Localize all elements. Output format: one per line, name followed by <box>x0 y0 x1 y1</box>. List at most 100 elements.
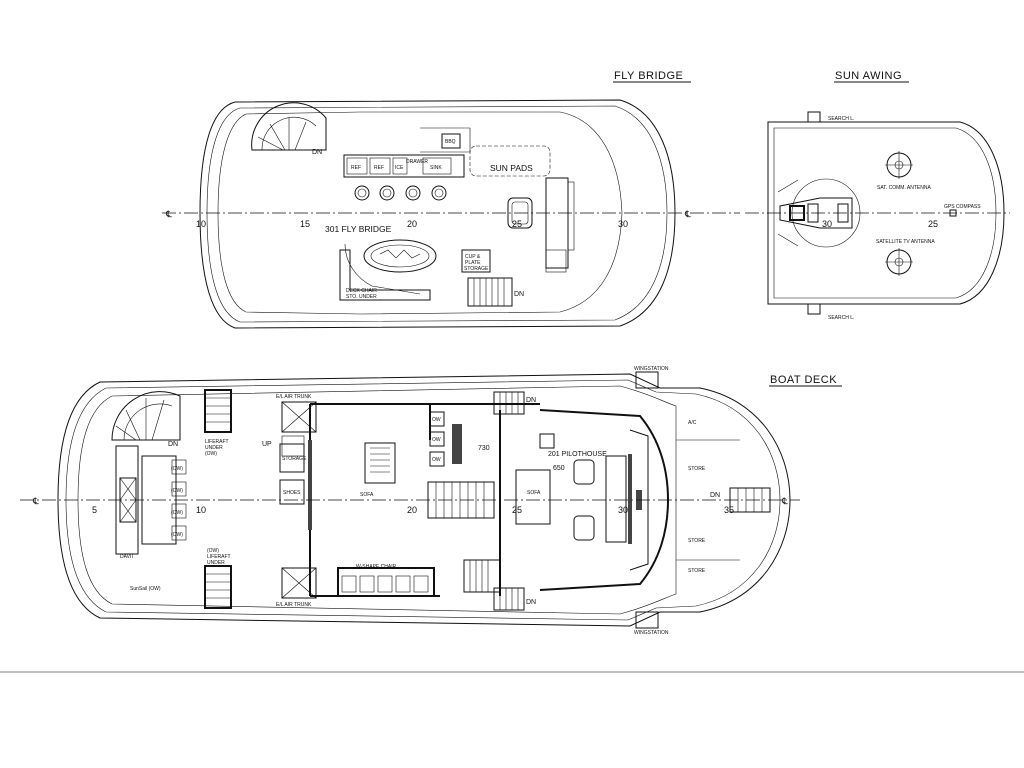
drawing-titles: FLY BRIDGE SUN AWING BOAT DECK <box>613 70 909 387</box>
wingstation-bottom-box <box>635 611 659 629</box>
dim-650: 650 <box>553 465 565 472</box>
store2-label: STORE <box>688 538 706 544</box>
boat-deck-up: UP <box>262 441 272 448</box>
sink-label: SINK <box>430 165 442 171</box>
boat-deck-dn-fwd: DN <box>710 492 720 499</box>
pilothouse-sofa <box>515 469 551 525</box>
air-trunk-bottom <box>281 567 317 599</box>
sun-awning-station-25: 25 <box>928 219 938 229</box>
boat-deck-station-35: 35 <box>724 505 734 515</box>
sat-comm-antenna <box>885 151 913 179</box>
dining-table <box>363 239 437 273</box>
boat-deck-station-10: 10 <box>196 505 206 515</box>
boat-deck-station-30: 30 <box>618 505 628 515</box>
fly-bridge-cl-aft: ℄ <box>165 209 172 219</box>
fly-bridge-station-25: 25 <box>512 219 522 229</box>
bbq-label: BBQ <box>445 139 456 145</box>
helm-chair-1 <box>573 459 595 485</box>
boat-deck-cl-aft: ℄ <box>32 496 39 506</box>
fly-bridge-outline-inner <box>206 105 668 323</box>
salon-table <box>364 442 396 484</box>
bbq-box <box>441 133 461 149</box>
fly-bridge-stair <box>467 277 513 307</box>
sat-comm-label: SAT. COMM. ANTENNA <box>877 185 931 191</box>
liferaft-bottom <box>204 565 232 609</box>
fly-bridge-spiral-stair <box>251 102 327 151</box>
wingstation-bottom-label: WINGSTATION <box>634 630 669 636</box>
galley-ow-3: OW <box>432 457 441 463</box>
liferaft-bottom-label: LIFERAFT <box>207 554 231 560</box>
sink-box <box>422 157 452 175</box>
fly-bridge-station-20: 20 <box>407 219 417 229</box>
sun-awning-plan: SEARCH L. SEARCH L. SAT. COMM. ANTENNA S… <box>745 111 1010 321</box>
storage-label: STORAGE <box>282 456 307 462</box>
ow-mark-2: (OW) <box>171 488 183 494</box>
helm-console <box>545 177 569 269</box>
fly-bridge-outline-outer <box>199 99 676 329</box>
wingstation-top-box <box>635 371 659 389</box>
storage-cabinet <box>279 443 305 473</box>
ow-mark-3: (OW) <box>171 510 183 516</box>
boat-deck-station-25: 25 <box>512 505 522 515</box>
galley-oven-1 <box>429 411 445 427</box>
sofa2-label: SOFA <box>527 490 541 496</box>
sto-under-label: STO. UNDER <box>346 294 377 300</box>
fly-bridge-station-15: 15 <box>300 219 310 229</box>
sun-awning-title: SUN AWING <box>835 70 902 82</box>
satellite-tv-label: SATELLITE TV ANTENNA <box>876 239 935 245</box>
boat-deck-cl-fwd: ℄ <box>781 496 788 506</box>
galley-ow-1: OW <box>432 417 441 423</box>
dashboard-console <box>605 455 627 543</box>
boat-deck-station-20: 20 <box>407 505 417 515</box>
side-stair-bottom <box>493 587 525 611</box>
dim-730: 730 <box>478 445 490 452</box>
boat-deck-plan: DN (OW) (OW) (OW) (OW) DAVIT SunSail (OW… <box>20 366 800 636</box>
drawer-label: DRAWER <box>406 159 428 165</box>
bar-stools <box>354 185 447 201</box>
fly-bridge-station-30: 30 <box>618 219 628 229</box>
fly-bridge-station-10: 10 <box>196 219 206 229</box>
wingstation-top-label: WINGSTATION <box>634 366 669 372</box>
boat-deck-outline-outer <box>57 373 791 627</box>
satellite-tv-antenna <box>885 248 913 276</box>
liferaft-top-label: LIFERAFT <box>205 439 229 445</box>
ref1-box <box>346 157 368 175</box>
pilothouse-label: 201 PILOTHOUSE <box>548 451 607 458</box>
sun-pads-label: SUN PADS <box>490 163 533 173</box>
boat-deck-dn-bottom: DN <box>526 599 536 606</box>
ref2-label: REF <box>374 165 384 171</box>
air-trunk-top <box>281 401 317 433</box>
deck-chair-label: DECK CHAIR <box>346 288 377 294</box>
liferaft-top-under: UNDER <box>205 445 223 451</box>
shoes-label: SHOES <box>283 490 301 496</box>
ow-mark-1: (OW) <box>171 466 183 472</box>
cup-label: CUP & <box>465 254 481 260</box>
air-trunk-bottom-label: E/L AIR TRUNK <box>276 602 312 608</box>
sofa1-label: SOFA <box>360 492 374 498</box>
sun-pads <box>469 145 551 177</box>
liferaft-bottom-under: UNDER <box>207 560 225 566</box>
cup-plate-storage <box>461 249 491 273</box>
shoes-cabinet <box>279 479 305 505</box>
galley-ow-2: OW <box>432 437 441 443</box>
fly-bridge-room-label: 301 FLY BRIDGE <box>325 224 392 234</box>
w-shape-chair-label: W-SHAPE CHAIR <box>356 564 397 570</box>
w-shape-chairs <box>337 567 435 597</box>
air-trunk-top-label: E/L AIR TRUNK <box>276 394 312 400</box>
gps-compass-label: GPS COMPASS <box>944 204 981 210</box>
store1-label: STORE <box>688 466 706 472</box>
boat-deck-title: BOAT DECK <box>770 374 837 386</box>
ref2-box <box>369 157 391 175</box>
sunsail-label: SunSail (OW) <box>130 586 161 592</box>
aft-ow-chairs <box>171 459 187 541</box>
fly-bridge-cl-fwd: ℄ <box>684 209 691 219</box>
search-light-bottom-label: SEARCH L. <box>828 315 854 321</box>
liferaft-top-ow: (OW) <box>205 451 217 457</box>
plate-label: PLATE <box>465 260 481 266</box>
helm-chair-2 <box>573 515 595 541</box>
ice-label: ICE <box>395 165 404 171</box>
boat-deck-dn-top: DN <box>526 397 536 404</box>
boat-deck-dn-aft: DN <box>168 441 178 448</box>
ac-label: A/C <box>688 420 697 426</box>
